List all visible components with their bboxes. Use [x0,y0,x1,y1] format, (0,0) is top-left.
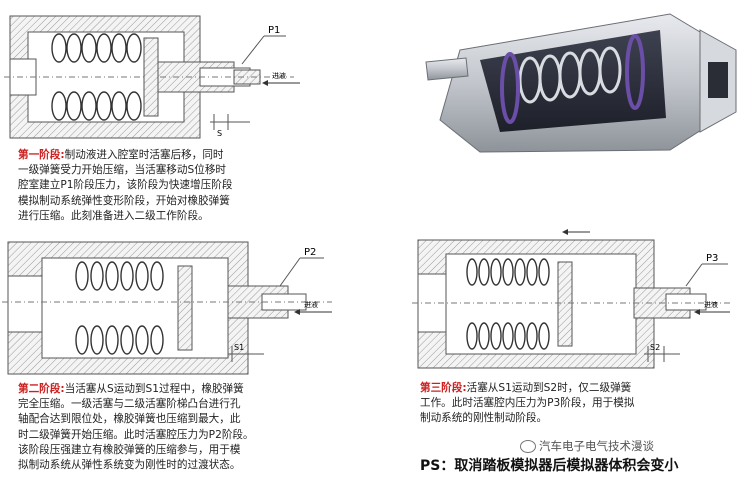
pressure-label-p3: P3 [706,253,718,264]
stage2-description: 第二阶段:当活塞从S运动到S1过程中，橡胶弹簧 完全压缩。一级活塞与二级活塞阶梯… [18,382,318,473]
stage3-description: 第三阶段:活塞从S1运动到S2时，仅二级弹簧 工作。此时活塞腔内压力为P3阶段，… [420,381,720,427]
stage1-line-2: 腔室建立P1阶段压力，该阶段为快速增压阶段 [18,179,233,192]
wechat-icon [520,440,536,453]
stage2-line-4: 该阶段压强建立有橡胶弹簧的压缩参与，用于模 [18,443,241,456]
stage1-label: 第一阶段: [18,149,65,161]
stage3-line-0: 活塞从S1运动到S2时，仅二级弹簧 [466,382,632,394]
stage1-line-1: 一级弹簧受力开始压缩，当活塞移动S位移时 [18,164,227,177]
stroke-label-s1: S1 [234,343,244,352]
watermark: 汽车电子电气技术漫谈 [520,438,654,454]
simulator-3d-render [425,13,737,153]
stage3-label: 第三阶段: [420,382,467,394]
stage1-diagram: P1 进液 S [4,15,300,139]
stage2-line-1: 完全压缩。一级活塞与二级活塞阶梯凸台进行孔 [18,398,241,411]
stage1-line-0: 制动液进入腔室时活塞后移，同时 [64,149,224,161]
pressure-label-p2: P2 [304,247,316,258]
spring-top [51,33,142,63]
stage1-description: 第一阶段:制动液进入腔室时活塞后移，同时 一级弹簧受力开始压缩，当活塞移动S位移… [18,148,308,224]
stage2-label: 第二阶段: [18,383,65,395]
stroke-label-s: S [217,129,222,138]
stage2-line-3: 时二级弹簧开始压缩。此时活塞腔压力为P2阶段。 [18,428,254,441]
stroke-label-s2: S2 [650,343,660,352]
footnote: PS：取消踏板模拟器后模拟器体积会变小 [420,458,679,474]
inlet-label: 进液 [304,300,318,309]
inlet-label: 进液 [704,300,718,309]
stage2-line-0: 当活塞从S运动到S1过程中，橡胶弹簧 [64,383,244,395]
stage2-line-5: 拟制动系统从弹性系统变为刚性时的过渡状态。 [18,459,241,472]
stage3-line-1: 工作。此时活塞腔内压力为P3阶段，用于模拟 [420,397,635,410]
pressure-label-p1: P1 [268,25,280,36]
stage3-line-2: 制动系统的刚性制动阶段。 [420,412,548,425]
stage1-line-4: 进行压缩。此刻准备进入二级工作阶段。 [18,209,209,222]
inlet-label: 进液 [272,71,286,80]
stage1-line-3: 模拟制动系统弹性变形阶段，开始对橡胶弹簧 [18,194,230,207]
spring-bottom [51,91,142,121]
stage3-diagram: P3 进液 S2 [412,229,730,369]
stage2-diagram: P2 进液 S1 [2,241,332,375]
stage2-line-2: 轴配合达到限位处，橡胶弹簧也压缩到最大，此 [18,413,241,426]
watermark-text: 汽车电子电气技术漫谈 [539,439,654,453]
